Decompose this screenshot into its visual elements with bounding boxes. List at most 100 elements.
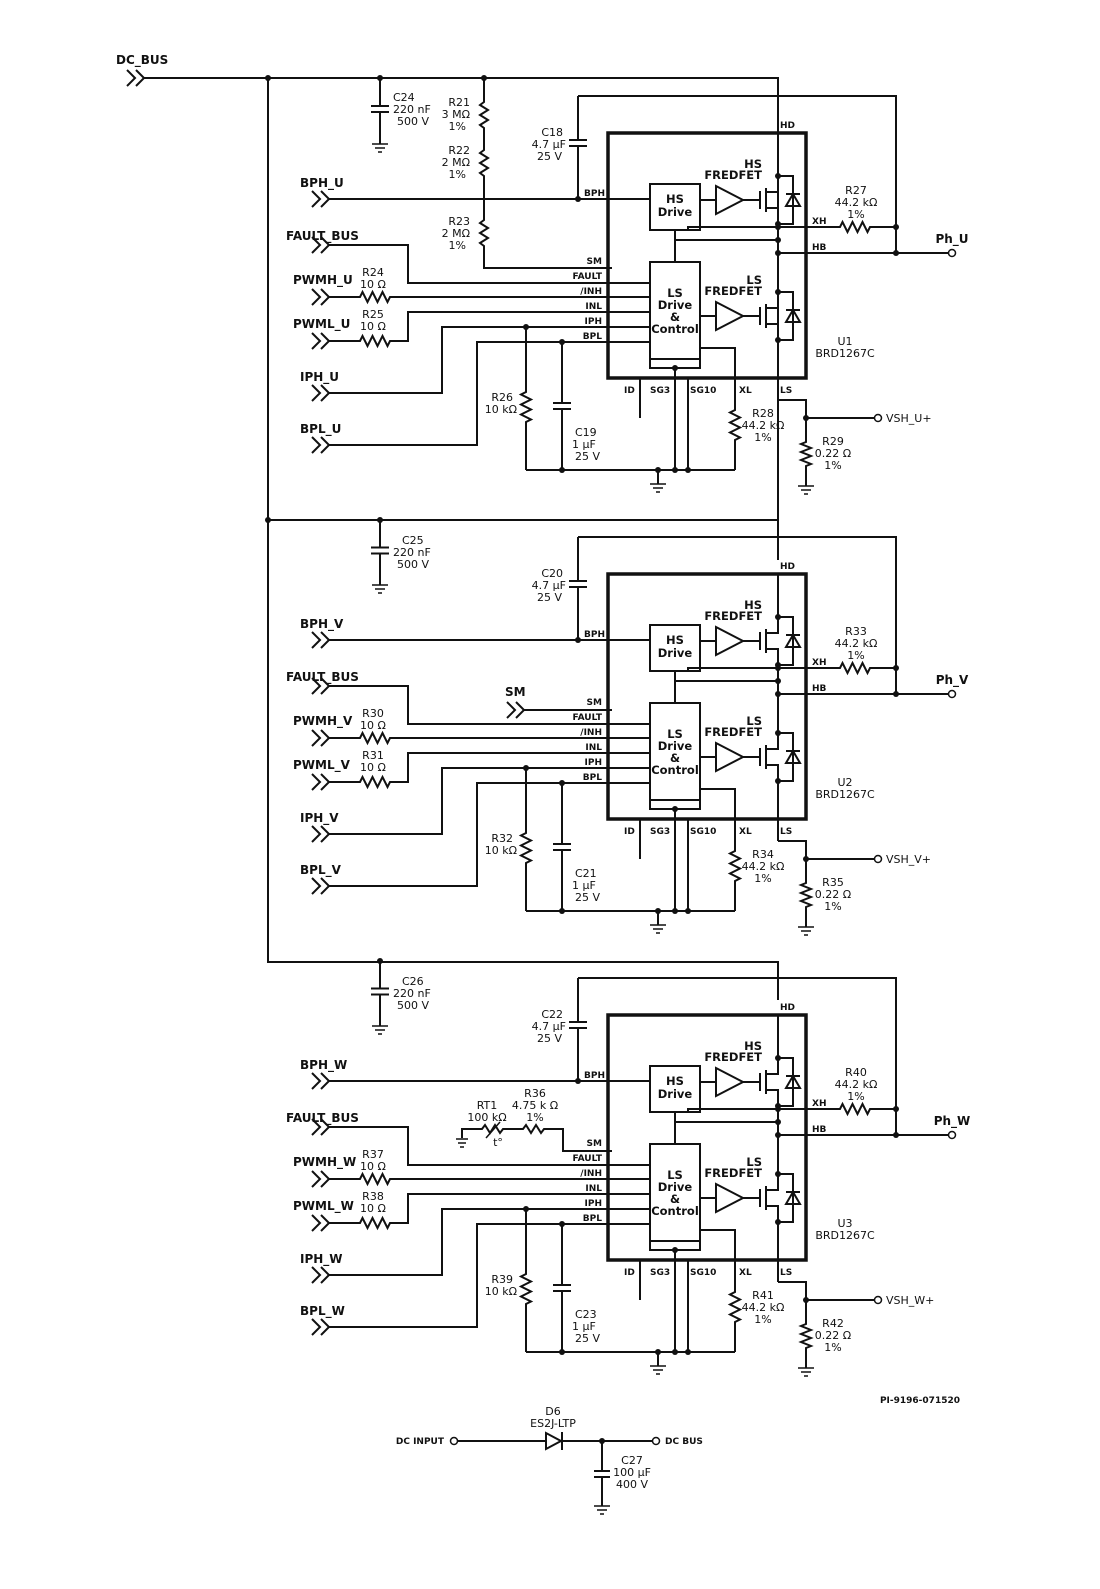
xl-res-tol: 1% — [754, 431, 771, 444]
ic-ref: U2 — [837, 776, 852, 789]
pwmh-connector — [311, 1170, 331, 1188]
pin-label-hd: HD — [780, 121, 795, 131]
dc-input-section: DC INPUT DC BUS D6 ES2J-LTP C27 100 µF 4… — [396, 1405, 703, 1515]
hs-buffer-icon — [700, 625, 760, 657]
ground-symbol — [650, 483, 666, 493]
bpl-cap-value: 1 µF — [572, 879, 596, 892]
pwml-res-value: 10 Ω — [360, 1202, 386, 1215]
ground-symbol — [372, 584, 388, 594]
ls-fet-label: LS — [746, 1155, 762, 1169]
wire — [329, 289, 650, 305]
bpl-label: BPL_U — [300, 422, 341, 437]
ls-fet-label: LS — [746, 273, 762, 287]
ls-buffer-icon — [700, 1182, 760, 1214]
pin-label-ls: LS — [780, 827, 792, 837]
bpl-cap-ref: C23 — [575, 1308, 597, 1321]
ls-fet-label: FREDFET — [704, 284, 762, 298]
r22-tol: 1% — [449, 168, 466, 181]
xh-res-value: 44.2 kΩ — [835, 1078, 878, 1091]
fredfet-icon — [759, 616, 794, 666]
iph-res-ref: R32 — [491, 832, 513, 845]
hs-fet-label: FREDFET — [704, 609, 762, 623]
rt1-symbol: t° — [493, 1136, 503, 1149]
wire — [518, 768, 534, 911]
wire — [674, 230, 778, 241]
xl-res-tol: 1% — [754, 872, 771, 885]
pwmh-label: PWMH_V — [293, 714, 353, 729]
iph-res-ref: R26 — [491, 391, 513, 404]
pin-label-bpl: BPL — [583, 1214, 602, 1224]
hs-drive-text: HS — [666, 1074, 684, 1088]
pin-label-bph: BPH — [584, 630, 605, 640]
xl-res-value: 44.2 kΩ — [742, 860, 785, 873]
pwmh-res-ref: R24 — [362, 266, 384, 279]
body-diode-icon — [784, 1190, 802, 1205]
hs-drive-text: HS — [666, 633, 684, 647]
pin-label-hb: HB — [812, 1125, 827, 1135]
pin-label-sg10: SG10 — [690, 1268, 716, 1278]
capacitor — [371, 78, 389, 140]
wire — [687, 1101, 896, 1117]
pin-label-ls: LS — [780, 1268, 792, 1278]
iph-connector — [311, 384, 331, 402]
sm-input-label: SM — [505, 685, 526, 699]
ls-drive-text: Drive — [658, 1180, 693, 1194]
wire — [329, 1193, 650, 1231]
capacitor — [553, 342, 571, 470]
ls-drive-text: Control — [651, 1204, 699, 1218]
hs-fet-label: FREDFET — [704, 168, 762, 182]
bpl-cap-rating: 25 V — [575, 1332, 600, 1345]
dc-bus-out-label: DC BUS — [665, 1437, 703, 1447]
bus-cap-rating: 500 V — [397, 115, 429, 128]
wire — [778, 399, 814, 486]
drawing-number: PI-9196-071520 — [880, 1396, 960, 1406]
pin-label-bpl: BPL — [583, 773, 602, 783]
body-diode-icon — [784, 1074, 802, 1089]
iph-label: IPH_V — [300, 811, 339, 826]
hs-drive-text: Drive — [658, 1087, 693, 1101]
wire — [674, 1250, 689, 1352]
xh-res-tol: 1% — [847, 208, 864, 221]
xl-res-value: 44.2 kΩ — [742, 1301, 785, 1314]
wire — [329, 1208, 650, 1276]
hs-fet-label: HS — [744, 157, 762, 171]
bph-connector — [311, 190, 331, 208]
sense-res-tol: 1% — [824, 459, 841, 472]
capacitor — [553, 783, 571, 911]
boot-cap-ref: C20 — [541, 567, 563, 580]
fredfet-icon — [759, 1173, 794, 1223]
pin-label-sg3: SG3 — [650, 386, 670, 396]
pwml-res-value: 10 Ω — [360, 320, 386, 333]
iph-label: IPH_W — [300, 1252, 343, 1267]
xl-res-ref: R34 — [752, 848, 774, 861]
wire — [700, 347, 743, 470]
r36-tol: 1% — [526, 1111, 543, 1124]
bpl-connector — [311, 1318, 331, 1336]
boot-cap-value: 4.7 µF — [532, 579, 566, 592]
ic-part: BRD1267C — [815, 1229, 875, 1242]
boot-cap-ref: C22 — [541, 1008, 563, 1021]
iph-res-ref: R39 — [491, 1273, 513, 1286]
wire — [518, 327, 534, 470]
pwmh-res-ref: R37 — [362, 1148, 384, 1161]
r23-ref: R23 — [448, 215, 470, 228]
bpl-cap-ref: C19 — [575, 426, 597, 439]
wire — [578, 536, 897, 668]
wire — [329, 767, 650, 835]
boot-cap-value: 4.7 µF — [532, 1020, 566, 1033]
fredfet-icon — [759, 1057, 794, 1107]
pin-label-xh: XH — [812, 1099, 826, 1109]
ls-drive-text: Drive — [658, 739, 693, 753]
pwmh-label: PWMH_W — [293, 1155, 356, 1170]
c27-value: 100 µF — [613, 1466, 651, 1479]
d6-part: ES2J-LTP — [530, 1417, 576, 1430]
wire — [687, 219, 896, 235]
phase-output-label: Ph_W — [934, 1114, 971, 1129]
bus-cap-rating: 500 V — [397, 558, 429, 571]
ground-symbol — [798, 1367, 814, 1377]
ls-drive-text: LS — [667, 1168, 683, 1182]
r36-ref: R36 — [524, 1087, 546, 1100]
